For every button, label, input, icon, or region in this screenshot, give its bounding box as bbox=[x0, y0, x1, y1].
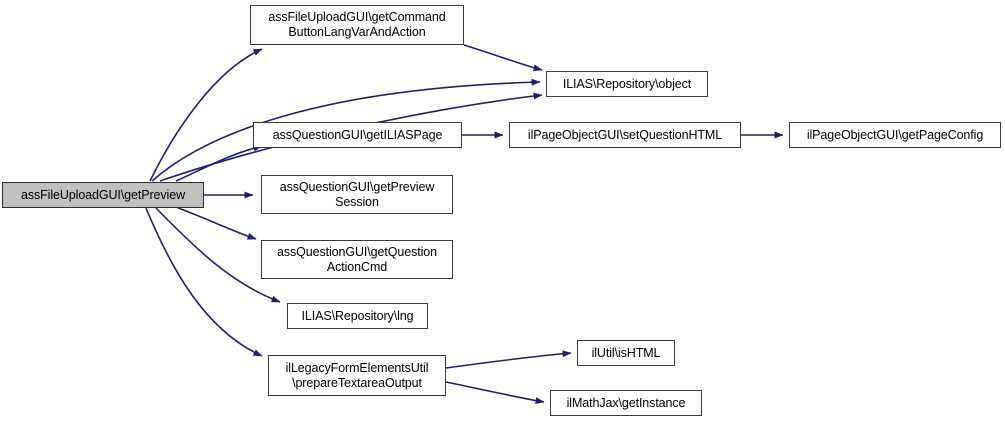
edge-getpreview-to-getcommandbuttonlangvarandaction bbox=[149, 48, 263, 182]
node-assquestiongui-getpreviewsession[interactable]: assQuestionGUI\getPreview Session bbox=[261, 175, 453, 214]
node-label: ILIAS\Repository\object bbox=[562, 76, 692, 91]
node-label: assQuestionGUI\getQuestion ActionCmd bbox=[277, 244, 437, 274]
node-ilpageobjectgui-setquestionhtml[interactable]: ilPageObjectGUI\setQuestionHTML bbox=[509, 122, 741, 148]
edge-getpreview-to-preparetextareaoutput bbox=[145, 207, 263, 357]
node-label: ilPageObjectGUI\setQuestionHTML bbox=[527, 127, 723, 142]
edge-getpreview-to-getiliaspage bbox=[175, 144, 263, 182]
node-assquestiongui-getiliaspage[interactable]: assQuestionGUI\getILIASPage bbox=[253, 122, 462, 148]
node-label: ilUtil\isHTML bbox=[591, 345, 661, 360]
node-label: ilLegacyFormElementsUtil \prepareTextare… bbox=[285, 360, 429, 390]
edge-preparetextareaoutput-to-getinstance bbox=[445, 381, 545, 405]
node-assquestiongui-getquestionactioncmd[interactable]: assQuestionGUI\getQuestion ActionCmd bbox=[261, 240, 453, 279]
node-label: assFileUploadGUI\getCommand ButtonLangVa… bbox=[268, 10, 446, 39]
node-assfileuploadgui-getcommandbuttonlangvarandaction[interactable]: assFileUploadGUI\getCommand ButtonLangVa… bbox=[250, 5, 464, 45]
node-label: ilMathJax\getInstance bbox=[566, 395, 686, 410]
node-label: assQuestionGUI\getPreview Session bbox=[279, 179, 435, 209]
node-label: assFileUploadGUI\getPreview bbox=[20, 187, 186, 202]
node-ilutil-ishtml[interactable]: ilUtil\isHTML bbox=[577, 340, 675, 366]
edge-preparetextareaoutput-to-ishtml bbox=[445, 350, 572, 369]
edge-getpreview-to-getquestionactioncmd bbox=[177, 207, 257, 240]
node-illegacyformelementsutil-preparetextareaoutput[interactable]: ilLegacyFormElementsUtil \prepareTextare… bbox=[268, 355, 446, 396]
node-label: ilPageObjectGUI\getPageConfig bbox=[806, 127, 984, 142]
node-label: assQuestionGUI\getILIASPage bbox=[272, 127, 443, 142]
node-assfileuploadgui-getpreview[interactable]: assFileUploadGUI\getPreview bbox=[2, 182, 204, 208]
node-ilpageobjectgui-getpageconfig[interactable]: ilPageObjectGUI\getPageConfig bbox=[789, 122, 1001, 148]
node-ilmathjax-getinstance[interactable]: ilMathJax\getInstance bbox=[550, 390, 702, 416]
edge-getcommandbuttonlangvarandaction-to-object bbox=[463, 44, 543, 72]
node-ilias-repository-object[interactable]: ILIAS\Repository\object bbox=[546, 71, 708, 97]
node-ilias-repository-lng[interactable]: ILIAS\Repository\lng bbox=[287, 303, 428, 329]
node-label: ILIAS\Repository\lng bbox=[301, 308, 414, 323]
